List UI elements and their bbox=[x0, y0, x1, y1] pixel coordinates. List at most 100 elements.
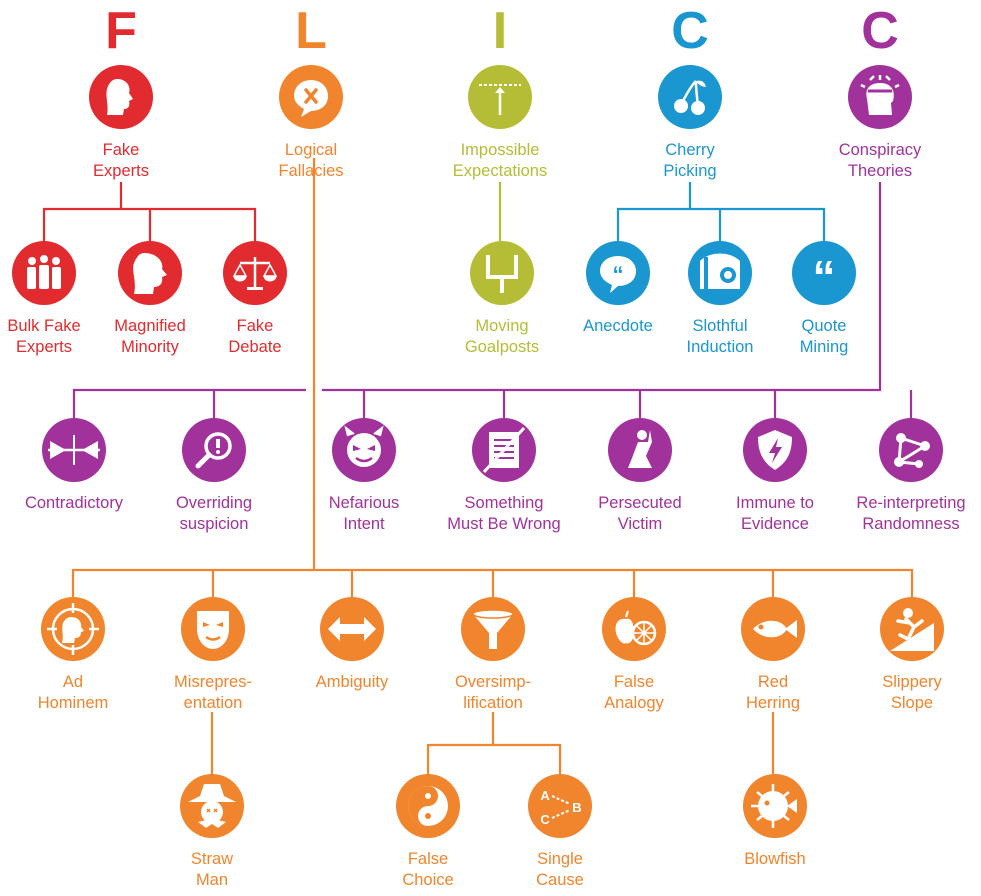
flicc-letter-1: F bbox=[105, 2, 137, 60]
bulk-fake-experts-label: Experts bbox=[16, 338, 72, 356]
red-herring-label: Red bbox=[758, 673, 788, 691]
oversimplification-label: Oversimp- bbox=[455, 673, 531, 691]
overriding-suspicion-circle bbox=[182, 418, 246, 482]
persecuted-victim-label: Victim bbox=[618, 515, 663, 533]
nefarious-intent-label: Intent bbox=[343, 515, 385, 533]
single-cause-label: Single bbox=[537, 850, 583, 868]
nefarious-intent-label: Nefarious bbox=[329, 494, 400, 512]
flicc-letter-2: L bbox=[295, 2, 327, 60]
ad-hominem-label: Hominem bbox=[38, 694, 109, 712]
something-must-be-wrong-label: Must Be Wrong bbox=[447, 515, 560, 533]
slothful-induction-label: Induction bbox=[687, 338, 754, 356]
magnified-minority-label: Minority bbox=[121, 338, 180, 356]
slippery-slope-label: Slippery bbox=[882, 673, 942, 691]
fake-experts-label: Experts bbox=[93, 162, 149, 180]
fake-experts-label: Fake bbox=[103, 141, 140, 159]
quote-mining-label: Mining bbox=[800, 338, 849, 356]
devil-face-icon bbox=[344, 426, 384, 469]
misrepresentation-label: Misrepres- bbox=[174, 673, 252, 691]
immune-to-evidence-label: Immune to bbox=[736, 494, 814, 512]
false-choice-label: Choice bbox=[402, 871, 453, 889]
reinterpreting-randomness-label: Re-interpreting bbox=[856, 494, 965, 512]
misrepresentation-node: Misrepres-entation bbox=[174, 597, 252, 712]
bulk-fake-experts-label: Bulk Fake bbox=[7, 317, 80, 335]
moving-goalposts-label: Moving bbox=[475, 317, 528, 335]
flicc-letter-5: C bbox=[861, 2, 899, 60]
conspiracy-theories-connector bbox=[72, 182, 913, 418]
oversimplification-node: Oversimp-lification bbox=[455, 597, 531, 712]
logical-fallacies-label: Fallacies bbox=[278, 162, 343, 180]
quote-marks-icon bbox=[812, 251, 836, 303]
immune-to-evidence-label: Evidence bbox=[741, 515, 809, 533]
cherry-picking-circle bbox=[658, 65, 722, 129]
impossible-expectations-label: Impossible bbox=[461, 141, 540, 159]
flicc-letter-3: I bbox=[493, 2, 507, 60]
single-cause-label: Cause bbox=[536, 871, 584, 889]
blowfish-node: Blowfish bbox=[743, 774, 807, 868]
oversimplification-label: lification bbox=[463, 694, 523, 712]
ambiguity-label: Ambiguity bbox=[316, 673, 389, 691]
crowd-icon bbox=[27, 255, 61, 289]
false-choice-label: False bbox=[408, 850, 448, 868]
fake-debate-label: Fake bbox=[237, 317, 274, 335]
red-herring-label: Herring bbox=[746, 694, 800, 712]
ad-hominem-label: Ad bbox=[63, 673, 83, 691]
reinterpreting-randomness-circle bbox=[879, 418, 943, 482]
single-cause-circle bbox=[528, 774, 592, 838]
reinterpreting-randomness-label: Randomness bbox=[862, 515, 959, 533]
slothful-induction-label: Slothful bbox=[692, 317, 747, 335]
something-must-be-wrong-label: Something bbox=[465, 494, 544, 512]
fake-experts-connector bbox=[42, 182, 257, 241]
anecdote-node: Anecdote bbox=[583, 241, 653, 335]
straw-man-label: Straw bbox=[191, 850, 233, 868]
quote-mining-label: Quote bbox=[802, 317, 847, 335]
conspiracy-theories-label: Theories bbox=[848, 162, 912, 180]
false-analogy-label: False bbox=[614, 673, 654, 691]
conspiracy-theories-label: Conspiracy bbox=[839, 141, 922, 159]
magnified-minority-label: Magnified bbox=[114, 317, 186, 335]
overriding-suspicion-label: Overriding bbox=[176, 494, 252, 512]
moving-goalposts-circle bbox=[470, 241, 534, 305]
technique-nodes: FakeExpertsLogicalFallaciesImpossibleExp… bbox=[7, 65, 966, 889]
cherry-picking-connector bbox=[616, 182, 826, 241]
connector-lines bbox=[42, 158, 914, 774]
anecdote-label: Anecdote bbox=[583, 317, 653, 335]
ambiguity-node: Ambiguity bbox=[316, 597, 389, 691]
misrepresentation-label: entation bbox=[184, 694, 243, 712]
immune-to-evidence-node: Immune to Evidence bbox=[736, 418, 814, 533]
cherry-picking-label: Picking bbox=[663, 162, 716, 180]
straw-man-label: Man bbox=[196, 871, 228, 889]
impossible-expectations-label: Expectations bbox=[453, 162, 547, 180]
false-analogy-label: Analogy bbox=[604, 694, 664, 712]
contradictory-node: Contradictory bbox=[25, 418, 124, 512]
logical-fallacies-connector bbox=[71, 158, 914, 597]
crossed-document-icon bbox=[482, 426, 526, 474]
moving-goalposts-label: Goalposts bbox=[465, 338, 539, 356]
persecuted-victim-label: Persecuted bbox=[598, 494, 681, 512]
overriding-suspicion-node: Overriding suspicion bbox=[176, 418, 252, 533]
contradictory-label: Contradictory bbox=[25, 494, 124, 512]
overriding-suspicion-label: suspicion bbox=[180, 515, 249, 533]
